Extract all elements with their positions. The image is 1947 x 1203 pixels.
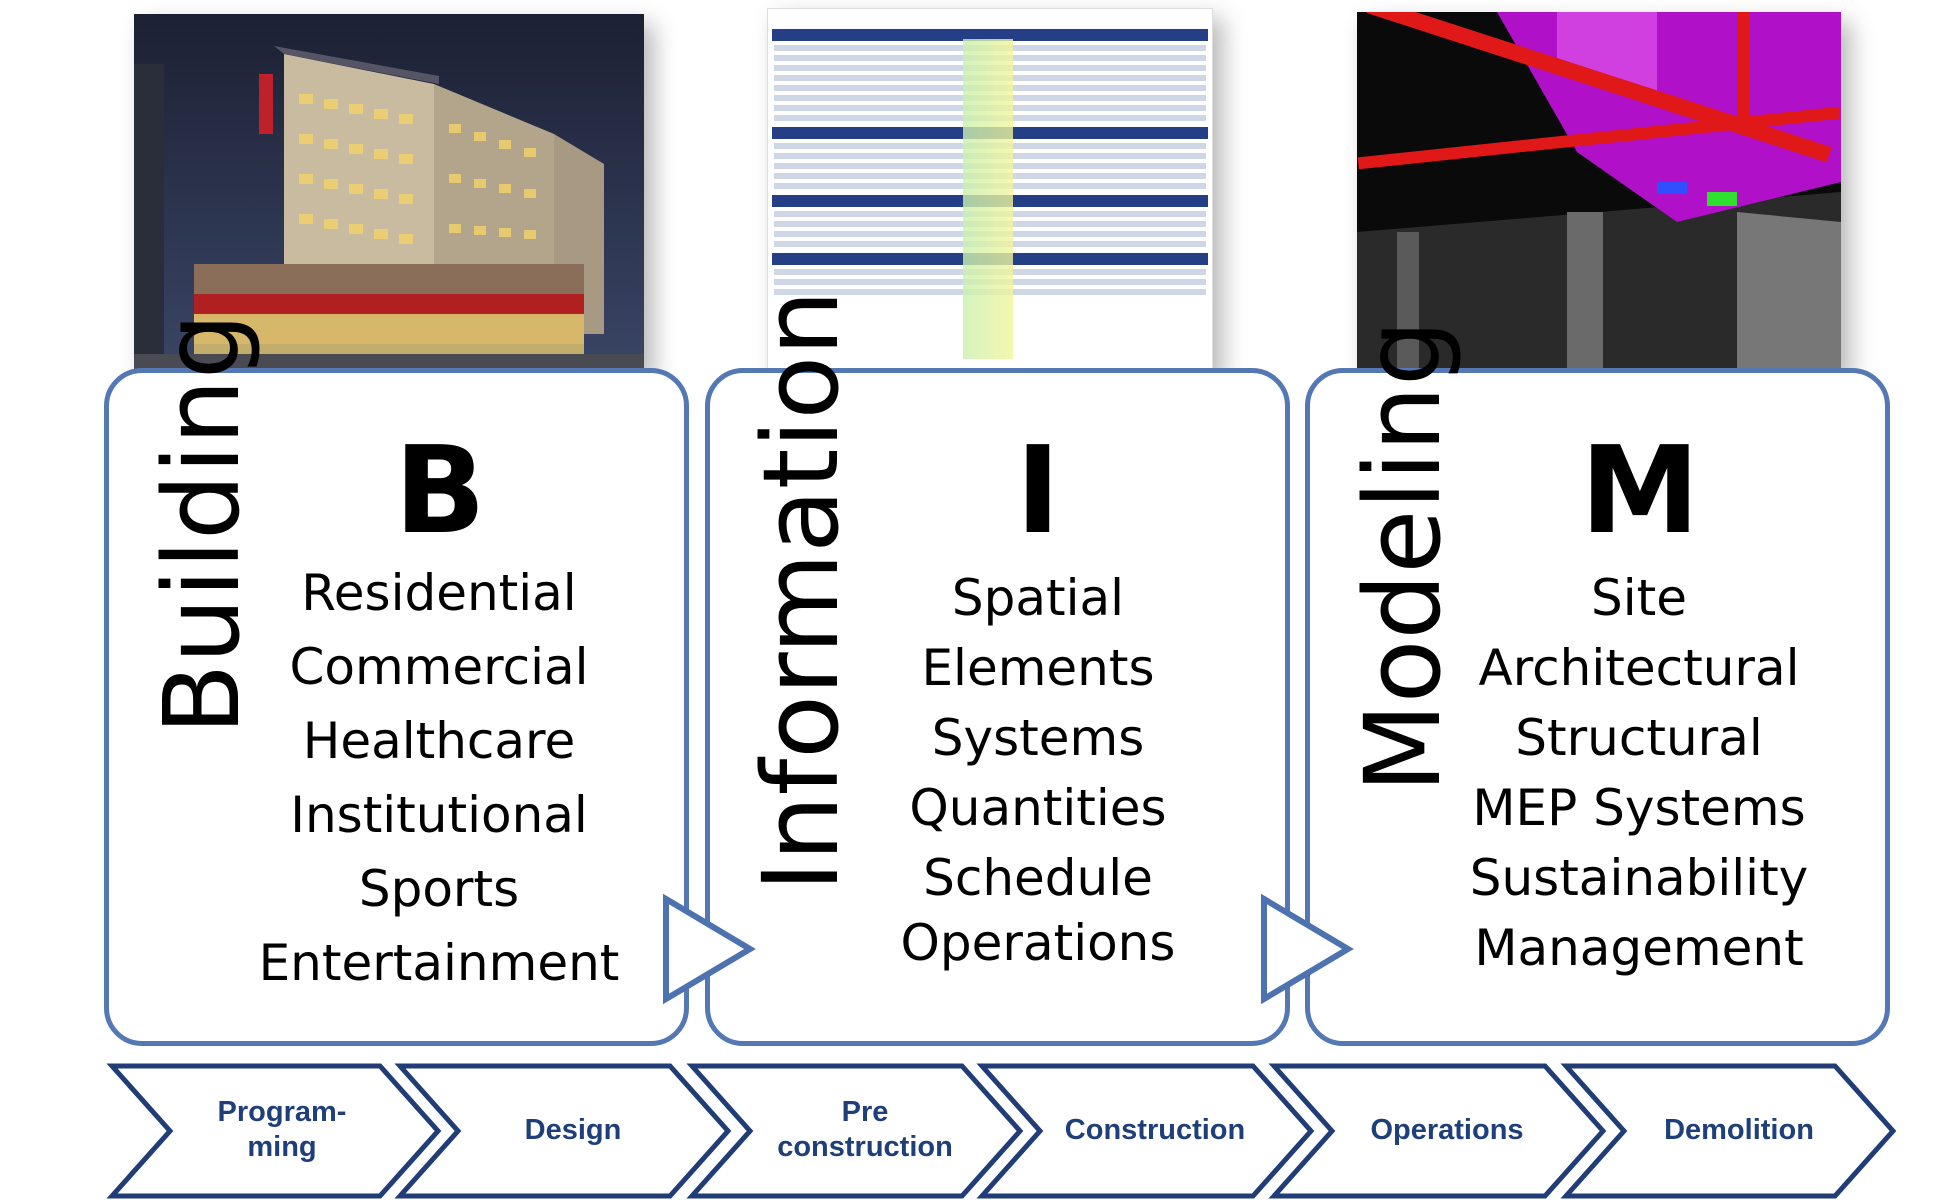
list-item: Residential (301, 564, 577, 622)
list-item: Structural (1515, 709, 1763, 767)
building-illustration (134, 14, 644, 376)
list-item: Sports (358, 860, 520, 918)
stage-chevron (1268, 1063, 1607, 1199)
list-item: MEP Systems (1472, 779, 1806, 837)
stage-preconstruction: Pre construction (777, 1096, 953, 1163)
mep-model-render (1357, 12, 1841, 376)
building-panel (104, 368, 689, 1046)
stage-chevron (976, 1063, 1315, 1199)
stage-programming: Program- ming (217, 1096, 347, 1163)
list-item: Sustainability (1469, 849, 1809, 907)
list-item: Commercial (289, 638, 589, 696)
stage-chevron (106, 1063, 442, 1199)
stage-demolition: Demolition (1664, 1114, 1814, 1146)
list-item: Site (1591, 569, 1687, 627)
list-item: Management (1474, 919, 1804, 977)
list-item: Spatial (951, 569, 1125, 627)
information-panel (705, 368, 1290, 1046)
list-item: Institutional (290, 786, 588, 844)
building-photo (134, 14, 644, 376)
spreadsheet-document (767, 8, 1213, 376)
list-item: Architectural (1478, 639, 1800, 697)
letter-b: B (394, 422, 486, 561)
list-item: Quantities (909, 779, 1167, 837)
stage-design: Design (524, 1114, 622, 1146)
information-types-list: Spatial Elements Systems Quantities Sche… (828, 563, 1248, 973)
modeling-types-list: Site Architectural Structural MEP System… (1429, 563, 1849, 983)
list-item: Schedule (923, 849, 1153, 907)
arrow-right-icon (663, 893, 756, 1005)
list-item: Elements (921, 639, 1155, 697)
stage-chevron (686, 1063, 1024, 1199)
letter-i: I (1015, 422, 1061, 561)
mep-illustration (1357, 12, 1841, 376)
stage-operations: Operations (1370, 1114, 1524, 1146)
list-item: Operations (900, 914, 1176, 972)
list-item: Entertainment (258, 934, 620, 992)
letter-m: M (1580, 422, 1700, 561)
arrow-right-icon (1261, 893, 1354, 1005)
list-item: Healthcare (302, 712, 576, 770)
stage-chevron (394, 1063, 732, 1199)
lifecycle-chevrons (106, 1063, 1897, 1199)
stage-construction: Construction (1064, 1114, 1246, 1146)
modeling-panel (1305, 368, 1890, 1046)
list-item: Systems (931, 709, 1145, 767)
stage-chevron (1560, 1063, 1897, 1199)
building-types-list: Residential Commercial Healthcare Instit… (229, 556, 649, 1000)
